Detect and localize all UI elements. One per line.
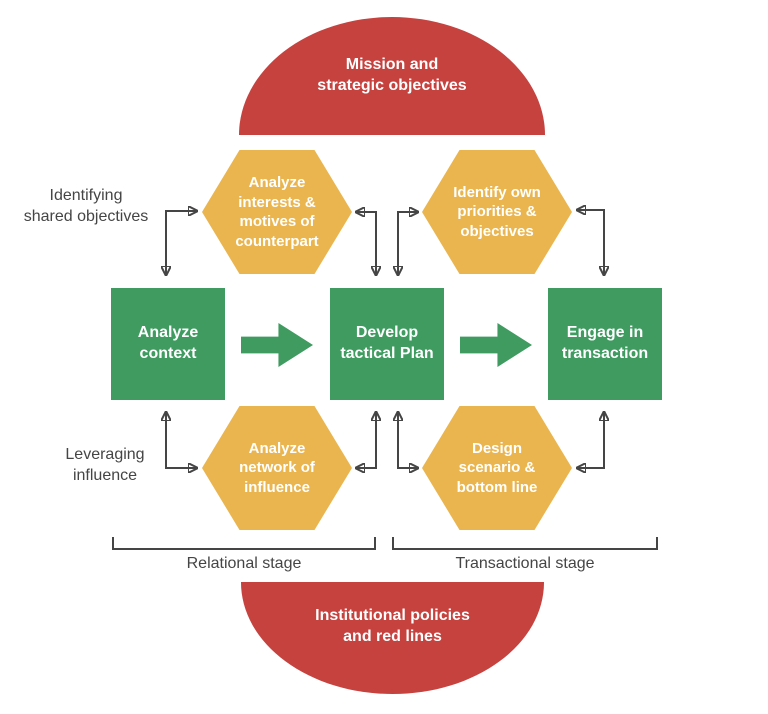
flow-arrow-1: [241, 323, 313, 367]
stage-develop-plan-label: Develop tactical Plan: [340, 324, 434, 362]
stage-develop-plan: Develop tactical Plan: [330, 288, 444, 400]
hexagon-analyze-network-label: Analyze network of influence: [239, 439, 315, 496]
policies-dome-label: Institutional policies and red lines: [315, 607, 470, 645]
side-label-identifying-shared-objectives: Identifying shared objectives: [23, 187, 149, 225]
connector-hex4-to-plan: [398, 412, 418, 468]
bracket-label-transactional-stage: Transactional stage: [455, 555, 595, 572]
flow-arrow-2: [460, 323, 532, 367]
policies-dome: Institutional policies and red lines: [241, 582, 544, 694]
stage-analyze-context: Analyze context: [111, 288, 225, 400]
connector-hex3-to-plan: [356, 412, 376, 468]
connector-hex2-to-engage: [577, 210, 604, 275]
stage-analyze-context-label: Analyze context: [137, 324, 199, 362]
stage-engage-transaction-label: Engage in transaction: [561, 324, 649, 362]
connector-hex2-to-plan: [398, 212, 418, 275]
connector-hex1-to-plan: [356, 212, 376, 275]
mission-dome-label: Mission and strategic objectives: [317, 56, 467, 94]
connector-hex4-to-engage: [577, 412, 604, 468]
hexagon-design-scenario: Design scenario & bottom line: [422, 406, 572, 530]
hexagon-analyze-interests-label: Analyze interests & motives of counterpa…: [235, 174, 319, 250]
stage-engage-transaction: Engage in transaction: [548, 288, 662, 400]
mission-dome: Mission and strategic objectives: [239, 17, 545, 135]
hexagon-design-scenario-label: Design scenario & bottom line: [456, 439, 538, 496]
hexagon-analyze-network: Analyze network of influence: [202, 406, 352, 530]
hexagon-analyze-interests: Analyze interests & motives of counterpa…: [202, 150, 352, 274]
hexagon-identify-priorities-label: Identify own priorities & objectives: [453, 183, 541, 240]
bracket-transactional: [392, 537, 658, 550]
bracket-relational: [112, 537, 376, 550]
hexagon-identify-priorities: Identify own priorities & objectives: [422, 150, 572, 274]
side-label-leveraging-influence: Leveraging influence: [65, 446, 145, 484]
bracket-label-relational-stage: Relational stage: [186, 555, 302, 572]
connector-identifying-top: [166, 211, 197, 275]
